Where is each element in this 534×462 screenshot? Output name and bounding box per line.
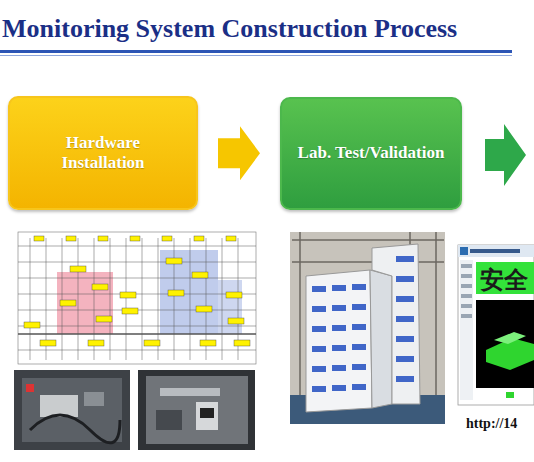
box-label: Hardware Installation bbox=[43, 133, 163, 174]
block-arrow bbox=[218, 126, 260, 180]
block-arrow bbox=[485, 124, 526, 186]
elevation-drawing bbox=[18, 232, 256, 364]
title-underline bbox=[0, 50, 512, 53]
url-text: http://14 bbox=[466, 416, 517, 432]
status-text: 安全 bbox=[480, 264, 528, 296]
box-label: Lab. Test/Validation bbox=[283, 143, 459, 163]
process-box: Lab. Test/Validation bbox=[280, 97, 462, 210]
monitoring-screenshot bbox=[458, 245, 534, 405]
process-box: Hardware Installation bbox=[8, 96, 198, 210]
slide-title: Monitoring System Construction Process bbox=[2, 14, 457, 44]
sensor-photo bbox=[138, 370, 255, 450]
equipment-photo bbox=[14, 370, 130, 450]
title-underline-thin bbox=[0, 55, 512, 56]
model-photo bbox=[290, 232, 445, 424]
